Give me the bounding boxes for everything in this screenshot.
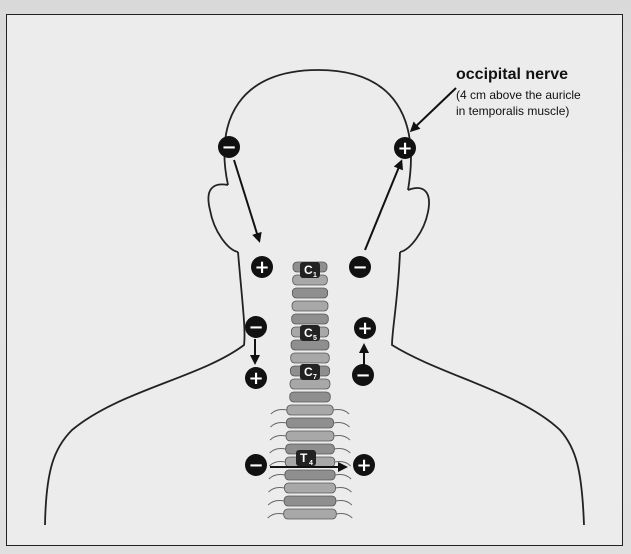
svg-text:+: + (248, 368, 263, 389)
vertebra (285, 483, 336, 493)
svg-text:−: − (352, 257, 367, 278)
rib-left (268, 514, 284, 519)
label-t4-sub: 4 (309, 460, 313, 467)
vertebra (290, 379, 330, 389)
arrow-right-upper (365, 162, 401, 250)
arrow-left-upper (234, 160, 259, 240)
rib-left (269, 475, 285, 480)
vertebra (290, 392, 331, 402)
vertebra (292, 314, 329, 324)
rib-right (334, 423, 350, 428)
vertebra (291, 340, 329, 350)
svg-text:+: + (357, 318, 372, 339)
label-c1-sub: 1 (313, 272, 317, 279)
svg-text:+: + (356, 455, 371, 476)
occipital-nerve-subtitle: (4 cm above the auricle in temporalis mu… (456, 87, 581, 119)
rib-right (336, 514, 352, 519)
rib-right (335, 488, 351, 493)
electrode-positive-right-mid: + (354, 317, 376, 339)
label-c5-sub: 5 (313, 335, 317, 342)
rib-left (270, 423, 286, 428)
vertebra (286, 418, 333, 428)
label-c7-sub: 7 (313, 374, 317, 381)
vertebra (284, 496, 336, 506)
rib-right (334, 449, 350, 454)
vertebra (284, 509, 337, 519)
svg-text:−: − (221, 137, 236, 158)
electrode-positive-left-neck: + (251, 256, 273, 278)
vertebra (285, 470, 335, 480)
electrode-positive-thoracic: + (353, 454, 375, 476)
rib-left (271, 410, 287, 415)
label-c7: C (304, 365, 313, 379)
label-c5: C (304, 326, 313, 340)
rib-left (268, 501, 284, 506)
vertebra (287, 405, 333, 415)
vertebra (291, 353, 330, 363)
rib-left (269, 462, 285, 467)
electrode-negative-right-low: − (352, 364, 374, 386)
rib-right (334, 436, 350, 441)
electrode-negative-thoracic: − (245, 454, 267, 476)
label-c1: C (304, 263, 313, 277)
arrow-occipital-pointer (412, 88, 456, 130)
svg-text:−: − (248, 317, 263, 338)
rib-left (270, 436, 286, 441)
vertebra (292, 301, 328, 311)
svg-text:−: − (248, 455, 263, 476)
electrode-negative-left-head: − (218, 136, 240, 158)
rib-left (270, 449, 286, 454)
svg-text:−: − (355, 365, 370, 386)
vertebra (286, 431, 334, 441)
rib-right (336, 501, 352, 506)
vertebra (292, 288, 327, 298)
svg-text:+: + (397, 138, 412, 159)
subtitle-line-2: in temporalis muscle) (456, 103, 581, 119)
rib-right (335, 475, 351, 480)
electrode-positive-right-head: + (394, 137, 416, 159)
occipital-nerve-title: occipital nerve (456, 66, 568, 84)
svg-text:+: + (254, 257, 269, 278)
rib-left (269, 488, 285, 493)
label-t4: T (300, 451, 308, 465)
electrode-negative-left-mid: − (245, 316, 267, 338)
rib-right (333, 410, 349, 415)
electrode-negative-right-neck: − (349, 256, 371, 278)
electrode-positive-left-low: + (245, 367, 267, 389)
subtitle-line-1: (4 cm above the auricle (456, 87, 581, 103)
rib-right (335, 462, 351, 467)
